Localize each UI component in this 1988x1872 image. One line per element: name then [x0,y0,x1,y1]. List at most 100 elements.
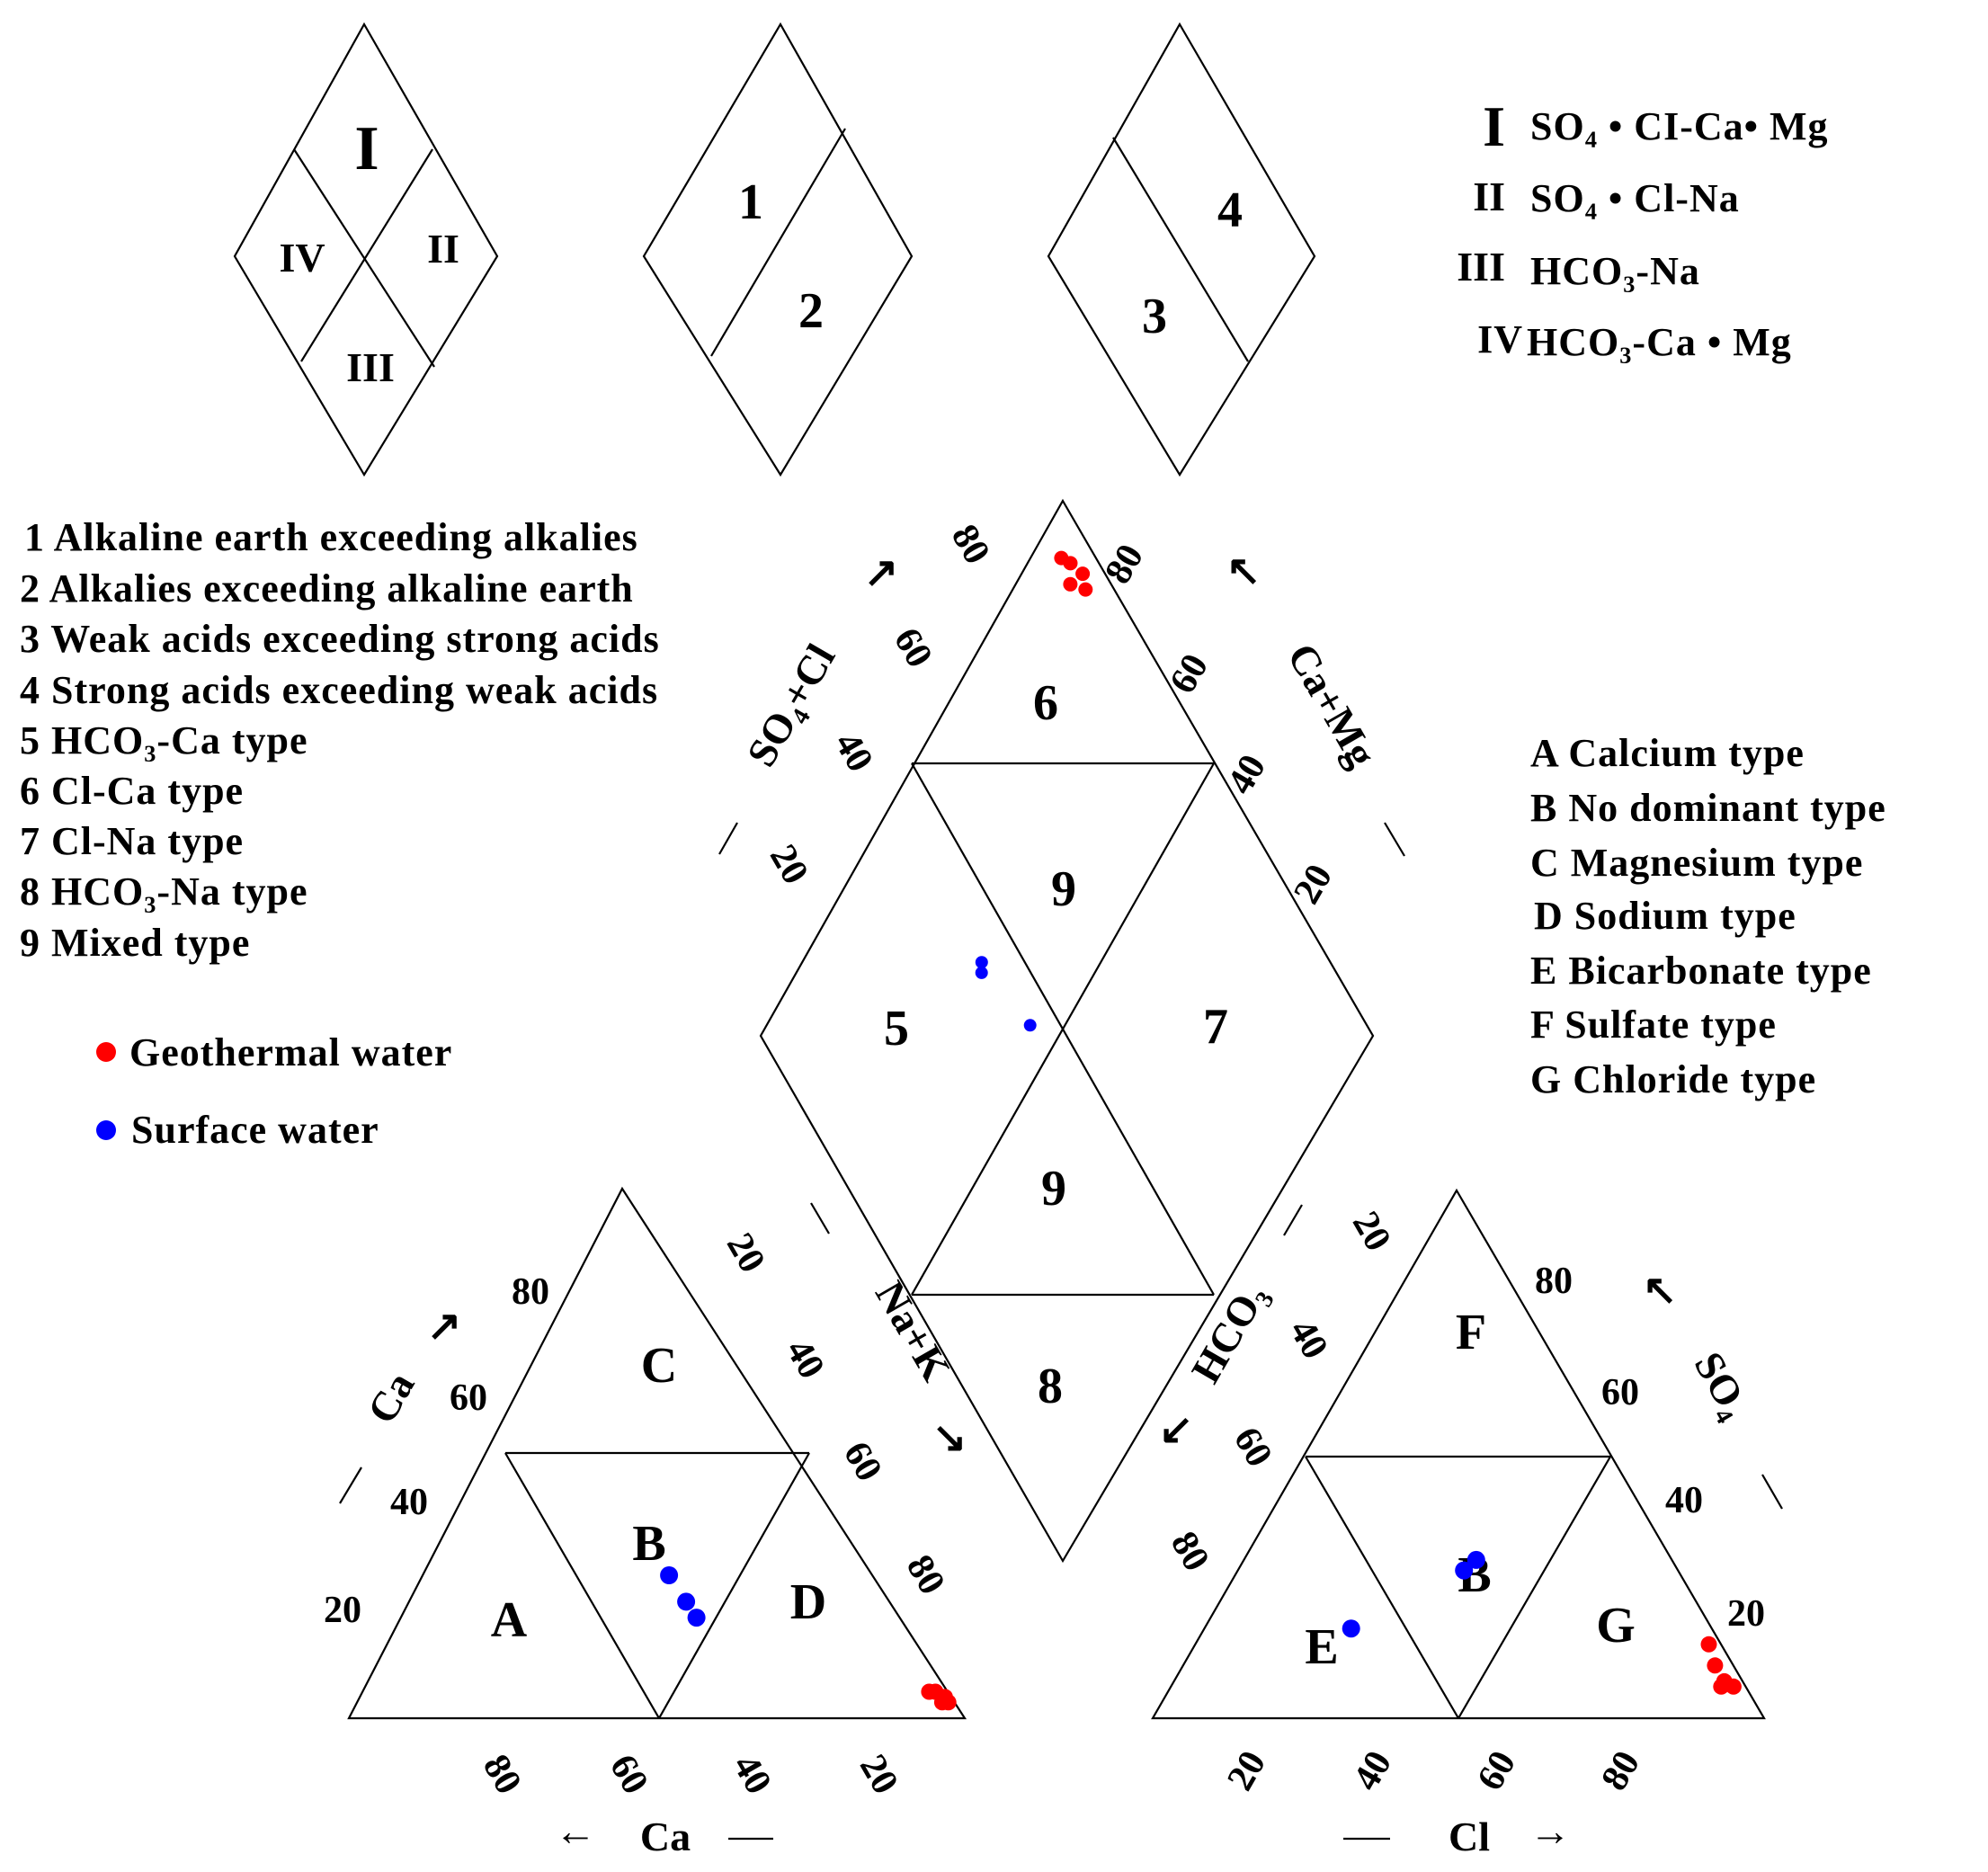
surface-diamond-point-1 [975,966,988,979]
sample-points [660,550,1742,1711]
letter-legend-item-d: D Sodium type [1534,894,1796,938]
key-diamond-cations: 1 2 [642,22,914,477]
cation-bottom-tick-40: 40 [725,1748,780,1801]
legend-marker-surface [96,1120,116,1140]
anion-arrow-cl: → [1529,1808,1571,1854]
anion-left-tick-80: 80 [1163,1525,1217,1578]
diamond-zone-7: 7 [1203,999,1228,1055]
anion-bottom-tick-20: 20 [1219,1744,1274,1797]
anion-axis-hco3: HCO₃ [1182,1275,1275,1390]
facies-label-right: II [427,226,459,272]
key-diamond-hydrochemical-facies: I II III IV [233,22,499,477]
anion-left-tick-60: 60 [1226,1421,1280,1474]
cation-left-tick-80: 80 [512,1271,549,1313]
cation-axis-left-dash [339,1466,362,1504]
roman-legend-text-1: SO₄ • CI-Ca• Mg [1530,104,1829,148]
anion-axis-left-dash [1283,1204,1303,1236]
diamond-axis-left-label: SO₄+Cl [738,637,844,774]
anion-right-tick-60: 60 [1601,1372,1639,1413]
roman-legend-text-3: HCO₃-Na [1530,249,1700,293]
anion-zone-e: E [1305,1619,1338,1675]
letter-legend-item-g: G Chloride type [1530,1057,1816,1101]
facies-label-left: IV [279,235,325,281]
numbered-legend-item-3: 3 Weak acids exceeding strong acids [20,617,660,661]
cation-axis-right-dash [810,1202,830,1235]
diamond-left-tick-60: 60 [886,621,941,674]
key-diamond-anions: 4 3 [1047,22,1316,477]
cation-zone-c: C [641,1338,677,1394]
cation-axis-ca-bottom: Ca [640,1814,691,1859]
cation-arrow-bottom: ← [555,1808,596,1854]
diamond-zone-5: 5 [884,1001,909,1056]
anion-arrow-so4: ↖ [1643,1267,1678,1313]
anion-arrow-hco3: ↙ [1159,1406,1194,1452]
numbered-legend-item-8: 8 HCO₃-Na type [20,869,308,914]
anion-zone-g: G [1596,1598,1636,1654]
diamond-right-tick-60: 60 [1162,647,1217,700]
geothermal-diamond-point-3 [1075,566,1091,582]
anion-right-tick-40: 40 [1665,1480,1703,1521]
letter-legend-item-e: E Bicarbonate type [1530,949,1872,993]
diamond-arrow-right: ↖ [1226,548,1261,593]
cation-right-tick-40: 40 [778,1333,833,1386]
diamond-right-tick-40: 40 [1219,748,1274,801]
cation-axis-ca-left: Ca [358,1364,423,1431]
cation-zone-b: B [632,1516,665,1572]
numbered-legend-item-5: 5 HCO₃-Ca type [20,718,308,762]
roman-legend-text-2: SO₄ • Cl-Na [1530,176,1740,220]
numbered-legend-item-9: 9 Mixed type [20,921,250,965]
anion-left-tick-20: 20 [1344,1205,1399,1258]
roman-legend-num-4: IV [1477,317,1523,361]
cation-zone-d: D [790,1574,826,1630]
anion-zone-f: F [1456,1305,1486,1360]
legend-label-surface: Surface water [131,1108,379,1152]
anion-bottom-tick-40: 40 [1345,1744,1400,1797]
anion-zone-lower: 3 [1142,289,1167,344]
roman-legend-text-4: HCO₃-Ca • Mg [1527,320,1792,364]
cation-right-tick-60: 60 [835,1435,890,1488]
diamond-zone-6: 6 [1033,675,1058,731]
letter-legend-item-c: C Magnesium type [1530,841,1863,885]
surface-diamond-point-0 [1023,1019,1037,1032]
numbered-legend: 1 Alkaline earth exceeding alkalies 2 Al… [20,515,660,965]
cation-axis-na-k: Na+K [867,1273,959,1388]
geothermal-cation-point-4 [936,1689,953,1706]
diamond-right-tick-80: 80 [1097,538,1152,591]
surface-cation-point-1 [677,1592,696,1611]
anion-axis-cl: Cl [1449,1814,1490,1859]
anion-bottom-tick-60: 60 [1469,1744,1524,1797]
cation-left-tick-40: 40 [390,1482,428,1523]
cation-bottom-tick-20: 20 [851,1748,906,1801]
diamond-left-tick-20: 20 [762,838,816,891]
legend-label-geothermal: Geothermal water [129,1030,452,1074]
cation-bottom-tick-80: 80 [475,1748,530,1801]
numbered-legend-item-7: 7 Cl-Na type [20,819,244,863]
cation-triangle: C B A D 80 60 40 20 Ca ↗ 20 40 60 80 Na+… [324,1186,967,1859]
cation-arrow-na-k: ↘ [932,1414,967,1460]
cation-arrow-ca: ↗ [427,1303,462,1349]
letter-legend: A Calcium type B No dominant type C Magn… [1530,731,1885,1101]
series-legend: Geothermal water Surface water [96,1030,452,1152]
cation-left-tick-20: 20 [324,1590,361,1631]
surface-anion-point-1 [1455,1561,1474,1580]
geothermal-anion-point-4 [1713,1678,1730,1695]
anion-triangle: F B E G 20 40 60 80 HCO₃ ↙ 80 60 40 20 S… [1151,1188,1783,1859]
diamond-zone-9-lower: 9 [1041,1161,1066,1217]
geothermal-diamond-point-1 [1063,556,1078,571]
anion-bottom-tick-80: 80 [1593,1744,1648,1797]
anion-right-tick-80: 80 [1535,1261,1573,1302]
surface-anion-point-0 [1342,1619,1360,1638]
surface-cation-point-2 [687,1609,706,1627]
geothermal-diamond-point-4 [1078,582,1093,597]
surface-anion-point-2 [1466,1550,1485,1569]
numbered-legend-item-2: 2 Alkalies exceeding alkaline earth [20,566,634,611]
legend-marker-geothermal [96,1042,116,1062]
numbered-legend-item-4: 4 Strong acids exceeding weak acids [20,668,658,712]
surface-diamond-point-2 [975,956,988,969]
anion-axis-right-dash [1761,1474,1783,1510]
anion-zone-upper: 4 [1217,183,1243,238]
letter-legend-item-a: A Calcium type [1530,731,1805,775]
cation-right-tick-20: 20 [718,1226,773,1279]
geothermal-anion-point-1 [1707,1657,1724,1674]
